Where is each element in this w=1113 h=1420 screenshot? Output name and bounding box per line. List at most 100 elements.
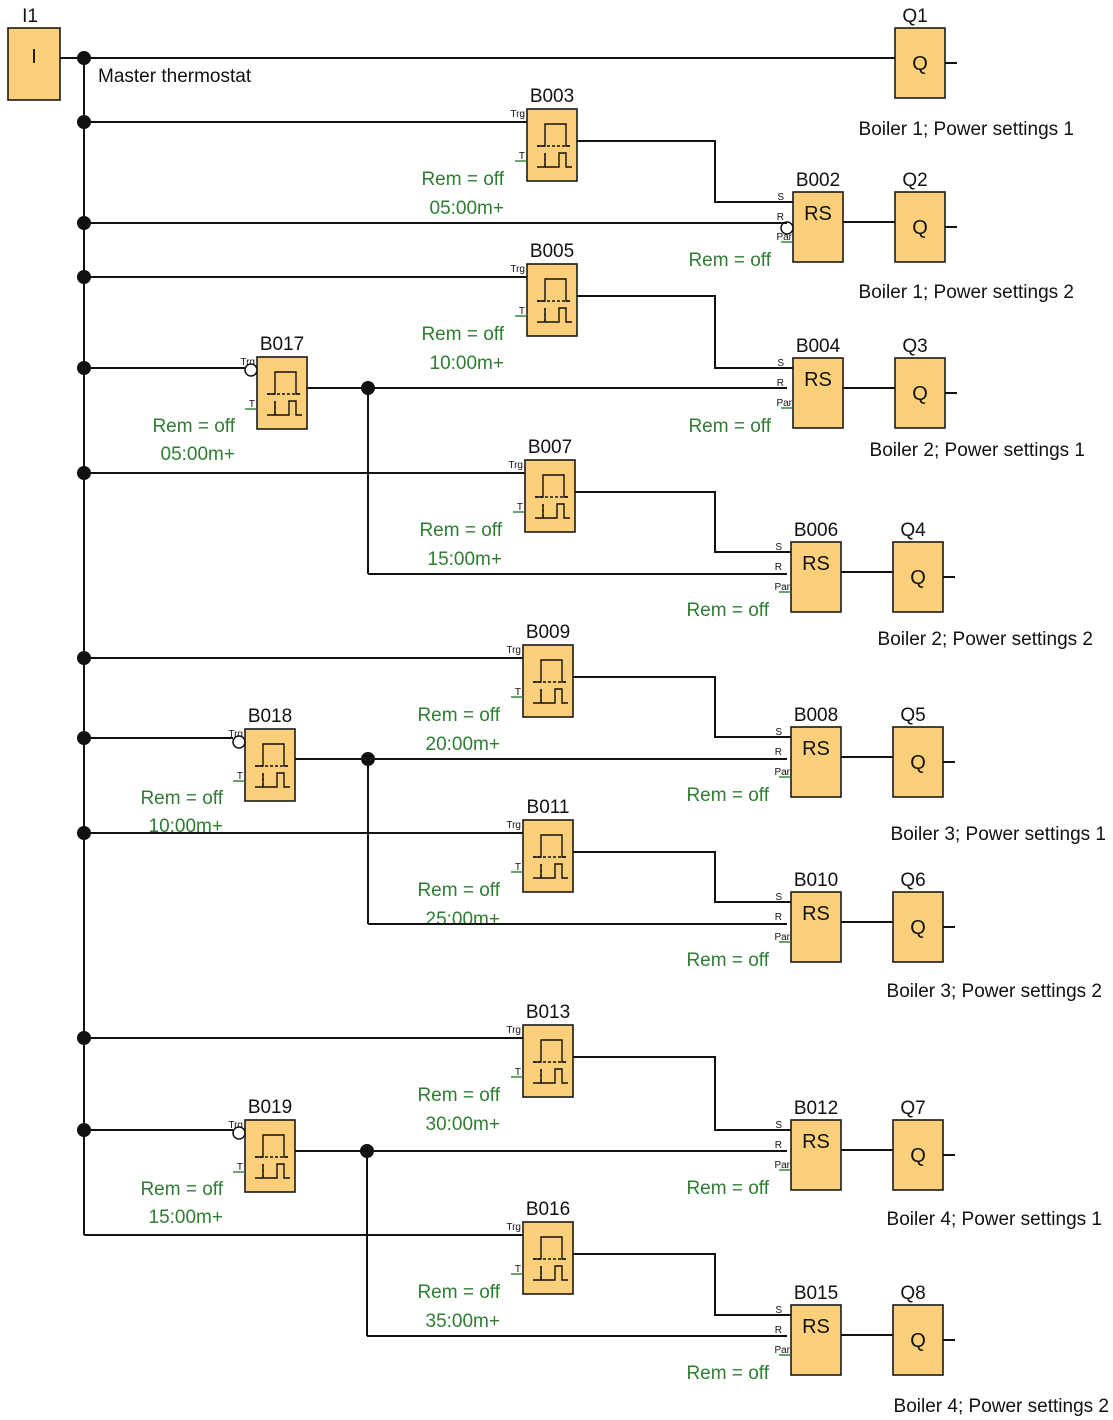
pin-trg-label: Trg [510,109,525,120]
pulse-icon [545,152,572,168]
stage4-caption: Boiler 3; Power settings 1 [891,824,1106,845]
pin-trg-label: Trg [506,1222,521,1233]
reset-timer1-label: B017 [260,334,304,355]
stage2-timer-time: 10:00m+ [430,353,504,374]
timer-box [244,728,296,802]
stage3-set-wire [575,491,791,553]
rs-box [792,191,844,263]
pin-s-label: S [775,1305,782,1316]
stage7-q-label: Q8 [900,1283,925,1304]
reset-timer2-junction [361,752,375,766]
pin-t-label: T [519,151,525,162]
pulse-icon [541,863,568,879]
stage4-rs-rem: Rem = off [686,785,769,806]
pin-s-label: S [775,892,782,903]
stage3-rs-rem: Rem = off [686,600,769,621]
rs-box [790,541,842,613]
stage5-set-wire [573,851,791,903]
stage3-rs-label: B006 [794,520,838,541]
timer-box [524,459,576,533]
pin-trg-label: Trg [228,729,243,740]
timer-box [522,644,574,718]
pin-r-label: R [775,562,782,573]
stage1-rs-rem: Rem = off [688,250,771,271]
stage1-set-wire [577,140,793,203]
stage5-caption: Boiler 3; Power settings 2 [887,981,1102,1002]
input-caption: Master thermostat [98,66,252,87]
timer-box [526,263,578,337]
bus-junction [77,51,91,65]
pin-trg-label: Trg [240,357,255,368]
pin-par-label: Par [774,582,790,593]
stage6-rs-rem: Rem = off [686,1178,769,1199]
output-symbol: Q [912,383,928,405]
stage2-set-wire [577,295,793,369]
stage4-timer-rem: Rem = off [417,705,500,726]
q1-label: Q1 [902,6,927,27]
pin-r-label: R [777,212,784,223]
pin-r-label: R [775,912,782,923]
reset-timer2-time: 10:00m+ [149,816,223,837]
stage3-bus-junction [77,466,91,480]
stage7-q-block: Q Q8 [892,1283,955,1376]
output-symbol: Q [910,1145,926,1167]
pin-trg-label: Trg [506,1025,521,1036]
pin-par-label: Par [774,767,790,778]
pin-r-label: R [775,747,782,758]
stage6-bus-junction [77,1031,91,1045]
stage7-timer-time: 35:00m+ [426,1311,500,1332]
stage1-timer-time: 05:00m+ [430,198,504,219]
stage1-timer-rem: Rem = off [421,169,504,190]
timer-box [522,1221,574,1295]
input-label: I1 [22,6,38,27]
pin-par-label: Par [774,932,790,943]
rs-box [790,726,842,798]
stage4-rs-label: B008 [794,705,838,726]
stage6-rs-label: B012 [794,1098,838,1119]
pin-r-label: R [777,378,784,389]
stage3-timer-rem: Rem = off [419,520,502,541]
pulse-icon [263,1163,290,1179]
pin-par-label: Par [774,1345,790,1356]
stage6-timer-rem: Rem = off [417,1085,500,1106]
pin-t-label: T [249,399,255,410]
pin-trg-label: Trg [510,264,525,275]
output-symbol: Q [910,567,926,589]
stage1-bus-junction [77,115,91,129]
pin-r-label: R [775,1140,782,1151]
input-box [7,27,61,101]
q1-caption: Boiler 1; Power settings 1 [859,119,1074,140]
pulse-icon [541,1068,568,1084]
pin-t-label: T [515,862,521,873]
stage6-set-wire [573,1056,791,1131]
output-symbol: Q [910,1330,926,1352]
output-symbol: Q [910,917,926,939]
pin-trg-label: Trg [228,1120,243,1131]
pin-t-label: T [519,306,525,317]
pin-t-label: T [237,771,243,782]
q1-block: QQ1 [894,6,957,99]
timer-box [522,1024,574,1098]
stage4-set-wire [573,676,791,738]
output-symbol: Q [910,752,926,774]
pin-trg-label: Trg [506,645,521,656]
stage6-timer-time: 30:00m+ [426,1114,500,1135]
reset-timer1-time: 05:00m+ [161,444,235,465]
stage7-timer-label: B016 [526,1199,570,1220]
stage5-q-label: Q6 [900,870,925,891]
stage2-timer-rem: Rem = off [421,324,504,345]
stage5-timer-rem: Rem = off [417,880,500,901]
stage7-timer-rem: Rem = off [417,1282,500,1303]
rs-box [790,891,842,963]
pulse-icon [541,688,568,704]
stage4-q-block: QQ5 [892,705,955,798]
stage7-rs-label: B015 [794,1283,838,1304]
